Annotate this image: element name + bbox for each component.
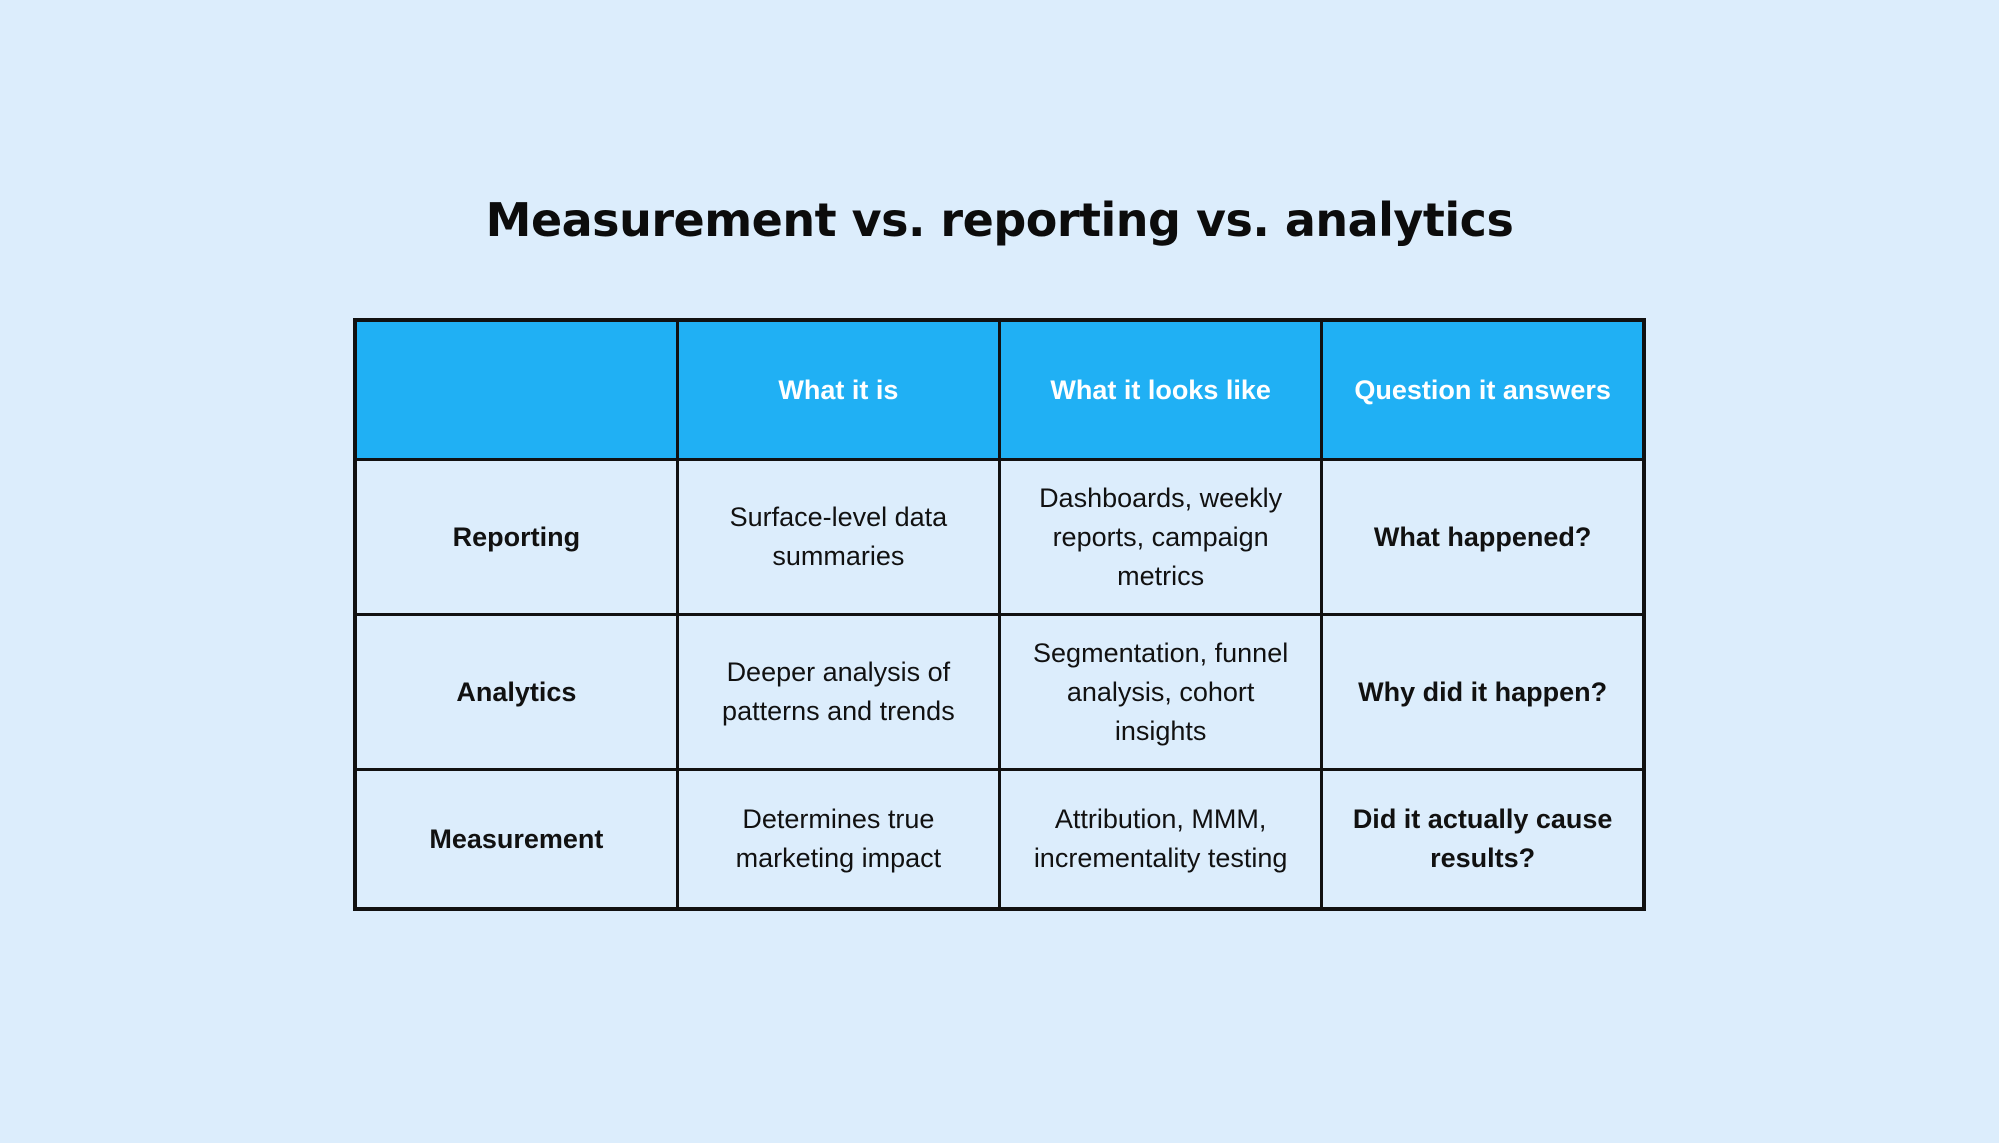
- cell-question-it-answers: What happened?: [1320, 458, 1646, 616]
- cell-question-it-answers: Why did it happen?: [1320, 613, 1646, 771]
- header-cell-question-it-answers: Question it answers: [1320, 318, 1646, 461]
- cell-what-it-is: Deeper analysis of patterns and trends: [675, 613, 1002, 771]
- table-header-row: What it is What it looks like Question i…: [353, 318, 1646, 461]
- row-label-analytics: Analytics: [353, 613, 679, 771]
- cell-what-it-looks-like: Attribution, MMM, incrementality testing: [997, 768, 1324, 911]
- table-row: Measurement Determines true marketing im…: [353, 768, 1646, 911]
- cell-what-it-is: Determines true marketing impact: [675, 768, 1002, 911]
- comparison-table-container: What it is What it looks like Question i…: [353, 318, 1646, 911]
- page-title: Measurement vs. reporting vs. analytics: [485, 193, 1514, 247]
- cell-what-it-looks-like: Dashboards, weekly reports, campaign met…: [997, 458, 1324, 616]
- row-label-measurement: Measurement: [353, 768, 679, 911]
- table-row: Analytics Deeper analysis of patterns an…: [353, 613, 1646, 771]
- row-label-reporting: Reporting: [353, 458, 679, 616]
- header-cell-what-it-looks-like: What it looks like: [997, 318, 1324, 461]
- cell-question-it-answers: Did it actually cause results?: [1320, 768, 1646, 911]
- header-cell-what-it-is: What it is: [675, 318, 1002, 461]
- table-row: Reporting Surface-level data summaries D…: [353, 458, 1646, 616]
- cell-what-it-looks-like: Segmentation, funnel analysis, cohort in…: [997, 613, 1324, 771]
- header-cell-empty: [353, 318, 679, 461]
- cell-what-it-is: Surface-level data summaries: [675, 458, 1002, 616]
- comparison-table: What it is What it looks like Question i…: [353, 318, 1646, 911]
